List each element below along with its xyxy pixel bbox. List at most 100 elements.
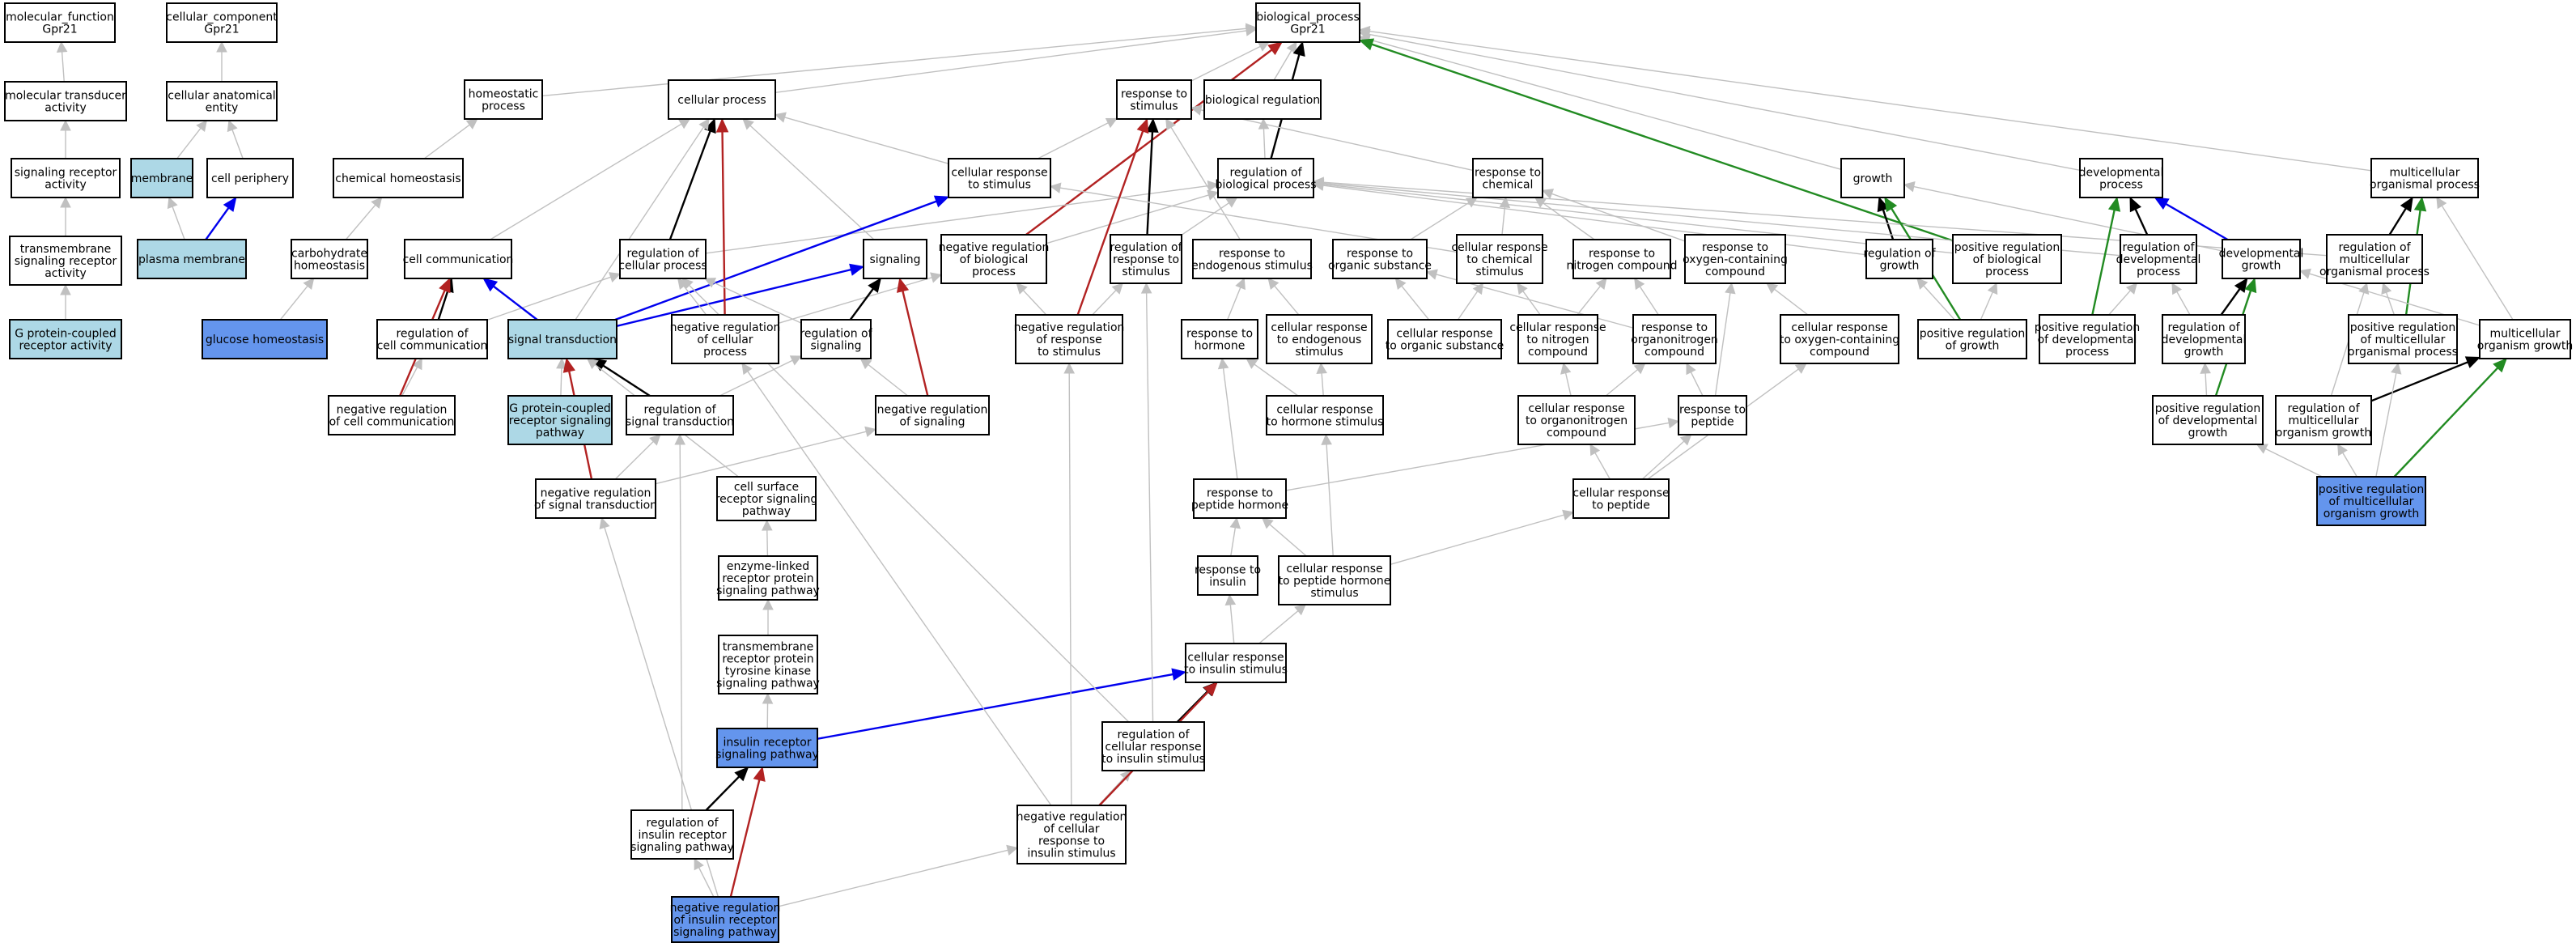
node-box [464, 79, 543, 120]
node-label-line: cellular response [1572, 487, 1669, 500]
go-term-node-bioreg[interactable]: biological regulation [1203, 79, 1322, 120]
go-term-node-pm[interactable]: plasma membrane [137, 239, 247, 279]
edge-rtes-to-rts [1165, 118, 1241, 240]
node-label-line: to hormone stimulus [1267, 416, 1384, 429]
edge-arrowhead [223, 196, 237, 212]
edge-sigtrans-to-signaling [616, 263, 865, 328]
go-term-node-glucose[interactable]: glucose homeostasis [202, 319, 328, 359]
edge-arrowhead [1294, 604, 1306, 616]
node-label-line: receptor signaling [509, 414, 612, 427]
node-box [1266, 314, 1373, 364]
go-term-node-membrane[interactable]: membrane [130, 158, 193, 198]
go-term-node-cellcomm[interactable]: cell communication [403, 239, 514, 279]
edge-arrowhead [2129, 196, 2141, 213]
edge-arrowhead [681, 278, 694, 290]
go-term-node-signaling[interactable]: signaling [863, 239, 927, 279]
go-term-node-chemhomeo[interactable]: chemical homeostasis [333, 158, 464, 198]
go-term-node-growth[interactable]: growth [1840, 158, 1905, 198]
go-term-node-cellproc[interactable]: cellular process [668, 79, 776, 120]
node-label-line: molecular_function [6, 11, 114, 24]
go-term-node-cellper[interactable]: cell periphery [206, 158, 294, 198]
edge-romog-to-romop [2330, 282, 2370, 397]
node-box [1572, 239, 1671, 279]
node-label-line: organismal process [2319, 265, 2430, 278]
edge-line [345, 204, 376, 240]
node-label-line: to stimulus [968, 179, 1031, 192]
edge-line [774, 30, 1247, 94]
go-term-node-sigtrans[interactable]: signal transduction [507, 319, 617, 359]
node-label-line: cellular response [1286, 563, 1382, 576]
edge-line [1501, 206, 1506, 236]
node-label-line: to peptide [1592, 499, 1650, 512]
